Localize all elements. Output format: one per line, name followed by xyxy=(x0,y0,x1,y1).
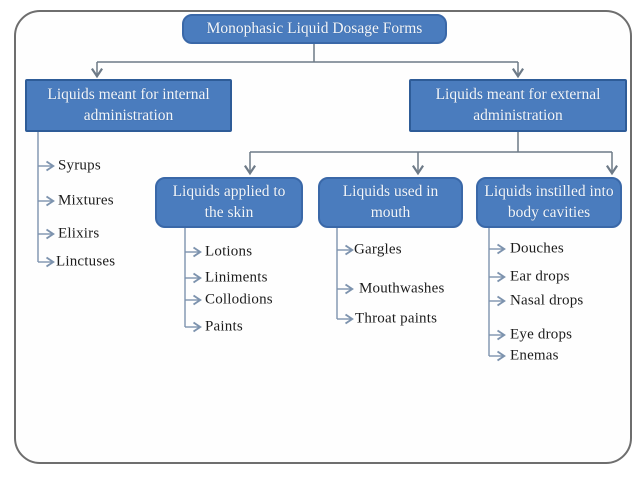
applied-to-skin-node: Liquids applied to the skin xyxy=(155,177,303,228)
list-item: Nasal drops xyxy=(510,292,584,309)
internal-administration-node: Liquids meant for internal administratio… xyxy=(25,79,232,132)
list-item: Liniments xyxy=(205,269,268,286)
list-item: Mixtures xyxy=(58,192,114,209)
body-cavities-node: Liquids instilled into body cavities xyxy=(476,177,622,228)
used-in-mouth-node: Liquids used in mouth xyxy=(318,177,463,228)
list-item: Paints xyxy=(205,318,243,335)
list-item: Syrups xyxy=(58,157,101,174)
external-administration-node: Liquids meant for external administratio… xyxy=(409,79,627,132)
list-item: Ear drops xyxy=(510,268,570,285)
list-item: Elixirs xyxy=(58,225,100,242)
list-item: Douches xyxy=(510,240,564,257)
list-item: Lotions xyxy=(205,243,253,260)
list-item: Eye drops xyxy=(510,326,573,343)
list-item: Mouthwashes xyxy=(359,280,445,297)
list-item: Throat paints xyxy=(355,310,438,327)
root-node: Monophasic Liquid Dosage Forms xyxy=(182,14,447,44)
list-item: Enemas xyxy=(510,347,559,364)
list-item: Linctuses xyxy=(56,253,116,270)
list-item: Gargles xyxy=(354,241,402,258)
list-item: Collodions xyxy=(205,291,273,308)
